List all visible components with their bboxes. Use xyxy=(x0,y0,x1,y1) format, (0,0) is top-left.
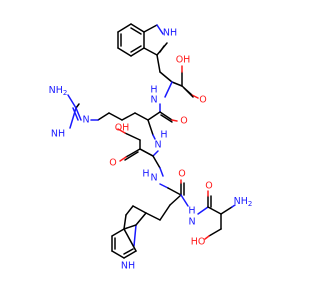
amide-h-2: H xyxy=(160,130,167,141)
indole-nh-bottom-label: NH xyxy=(121,261,135,272)
terminal-nh2-label: NH2 xyxy=(234,196,253,209)
cooh-oh-label: OH xyxy=(176,55,191,66)
amide-o-3-label: O xyxy=(178,169,185,180)
structure-canvas: NH OH O H N O N NH2 NH H N xyxy=(49,23,253,272)
amide-n-4: N xyxy=(188,217,195,228)
amide-h-1: H xyxy=(150,85,157,96)
ser-ho-label: HO xyxy=(191,237,206,248)
cooh-o-label: O xyxy=(199,95,206,106)
amide-o-4-label: O xyxy=(205,181,212,192)
top-indole-ring xyxy=(117,23,173,83)
arg-residue xyxy=(67,94,178,140)
amide-o-2-label: O xyxy=(109,158,116,169)
amide-h-3: H xyxy=(142,169,149,180)
peptide-structure-diagram: NH OH O H N O N NH2 NH H N xyxy=(49,23,253,272)
amide-n-3: N xyxy=(150,173,157,184)
amide-h-4: H xyxy=(188,206,195,217)
guanidine-nh-label: NH xyxy=(51,129,65,140)
bottom-trp-residue xyxy=(111,179,189,259)
amide-n-1: N xyxy=(150,95,157,106)
amide-n-2: N xyxy=(154,140,161,151)
amide-o-1-label: O xyxy=(180,116,187,127)
guanidine-n-label: N xyxy=(82,115,89,126)
indole-nh-label: NH xyxy=(163,28,177,39)
top-trp-backbone xyxy=(164,65,199,99)
n-terminal-ser xyxy=(197,190,236,240)
guanidine-nh2-label: NH2 xyxy=(49,85,68,98)
ser-oh-label: OH xyxy=(115,123,130,134)
ser-residue xyxy=(117,128,164,177)
